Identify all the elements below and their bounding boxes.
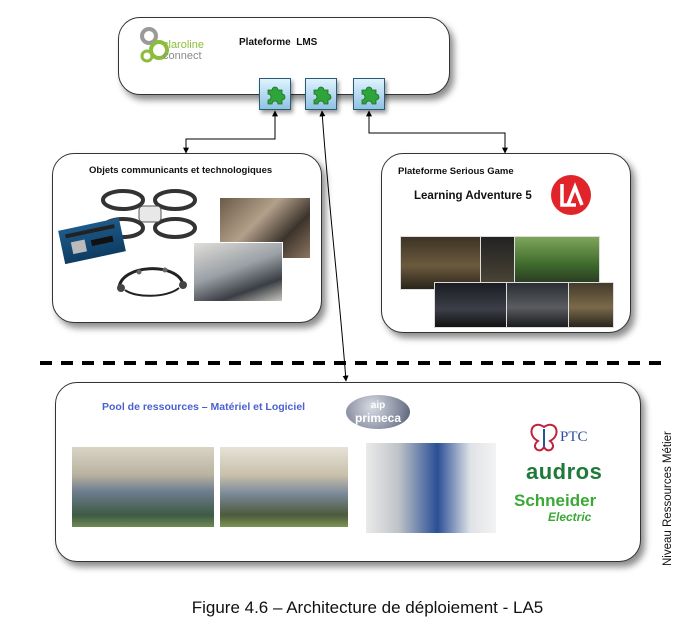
serious-game-box: Plateforme Serious Game Learning Adventu… bbox=[381, 153, 631, 333]
connect-word: connect bbox=[163, 50, 202, 62]
workshop-photo-bottom bbox=[193, 242, 283, 302]
aip-word: aip bbox=[370, 400, 386, 411]
audros-logo-text: audros bbox=[526, 459, 603, 484]
lab-workstations-photo-2 bbox=[220, 447, 348, 527]
claroline-logo-text: claroline connect bbox=[163, 40, 204, 62]
serious-game-title: Plateforme Serious Game bbox=[398, 166, 514, 177]
puzzle-connector-middle bbox=[305, 78, 337, 110]
aip-primeca-logo: aip primeca bbox=[346, 395, 410, 429]
game-screenshot-3 bbox=[514, 236, 600, 284]
schneider-electric-logo: Schneider Electric bbox=[514, 491, 597, 525]
objects-title: Objets communicants et technologiques bbox=[89, 165, 273, 176]
arrow-lms-to-resource-pool bbox=[319, 110, 349, 382]
puzzle-piece-icon bbox=[267, 86, 286, 105]
electric-word: Electric bbox=[548, 510, 592, 524]
puzzle-piece-icon bbox=[361, 86, 380, 105]
lms-title: Plateforme LMS bbox=[239, 37, 318, 48]
objects-box: Objets communicants et technologiques bbox=[52, 153, 322, 323]
primeca-word: primeca bbox=[354, 411, 402, 425]
la5-logo-icon bbox=[551, 175, 591, 215]
cnc-machine-photo bbox=[366, 443, 496, 533]
game-screenshot-6 bbox=[568, 282, 614, 328]
claroline-word: claroline bbox=[163, 39, 204, 51]
game-screenshot-4 bbox=[434, 282, 508, 328]
puzzle-piece-icon bbox=[313, 86, 332, 105]
schneider-word: Schneider bbox=[514, 491, 597, 510]
eeg-headset-image bbox=[117, 267, 187, 297]
figure-caption: Figure 4.6 – Architecture de déploiement… bbox=[191, 598, 544, 617]
ptc-logo-icon bbox=[530, 423, 558, 452]
claroline-logo-icon bbox=[140, 27, 169, 63]
game-screenshot-1 bbox=[400, 236, 482, 290]
side-level-label: Niveau Ressources Métier bbox=[662, 431, 674, 566]
arrow-lms-to-objects bbox=[183, 110, 278, 154]
ptc-logo-text: PTC bbox=[560, 429, 588, 445]
resource-pool-box: Pool de ressources – Matériel et Logicie… bbox=[55, 382, 641, 562]
lab-workstations-photo-1 bbox=[72, 447, 214, 527]
serious-game-name: Learning Adventure 5 bbox=[414, 190, 532, 202]
arrow-lms-to-serious-game bbox=[366, 110, 508, 154]
resource-pool-title: Pool de ressources – Matériel et Logicie… bbox=[102, 401, 306, 413]
puzzle-connector-right bbox=[353, 78, 385, 110]
puzzle-connector-left bbox=[259, 78, 291, 110]
